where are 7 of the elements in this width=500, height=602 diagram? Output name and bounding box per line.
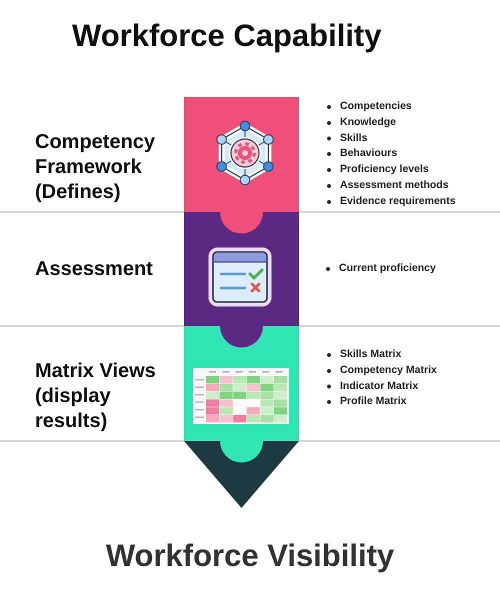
- row-heading: Competency Framework (Defines): [35, 130, 156, 205]
- puzzle-piece: [184, 326, 299, 463]
- arrow-puzzle-piece: [184, 441, 299, 508]
- title: Workforce Capability: [72, 18, 382, 54]
- row-heading: Matrix Views (display results): [35, 359, 157, 434]
- row-heading: Assessment: [35, 257, 154, 282]
- caption: Workforce Visibility: [106, 538, 394, 574]
